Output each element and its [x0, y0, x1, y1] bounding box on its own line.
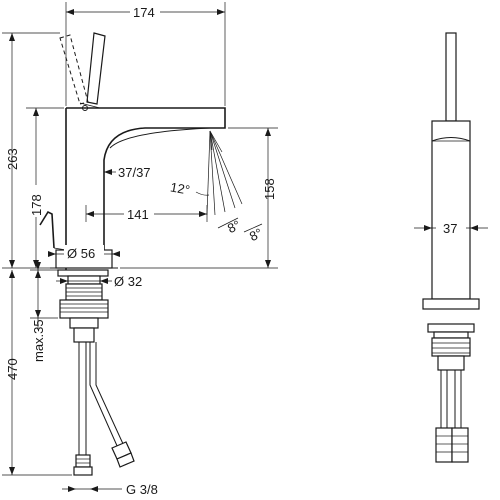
dimension-37: 37: [414, 220, 488, 236]
angle-8a-label: 8°: [225, 217, 243, 236]
angle-12-label: 12°: [169, 179, 191, 197]
dimension-diameter-32: Ø 32: [56, 274, 142, 289]
dimension-141-label: 141: [127, 207, 149, 222]
dimension-thread-label: G 3/8: [126, 482, 158, 497]
water-jet-fan: [206, 130, 243, 216]
side-body: [431, 120, 471, 300]
angle-8b-label: 8°: [247, 225, 265, 244]
dimension-470: 470: [2, 270, 72, 476]
dimension-max-35: max.35: [30, 262, 58, 362]
dimension-158-label: 158: [262, 178, 277, 200]
dimension-diameter-56-label: Ø 56: [67, 246, 95, 261]
dimension-174-label: 174: [133, 5, 155, 20]
dimension-158: 158: [120, 127, 278, 269]
side-base: [422, 298, 480, 310]
side-handle: [445, 32, 457, 122]
dimension-diameter-32-label: Ø 32: [114, 274, 142, 289]
dimension-37-37: 37/37: [104, 165, 151, 180]
faucet-body: [65, 107, 226, 270]
dimension-263-label: 263: [5, 148, 20, 170]
dimension-263: 263: [2, 32, 60, 269]
dimension-174: 174: [65, 2, 226, 106]
dimension-178-label: 178: [29, 194, 44, 216]
dimension-37-label: 37: [443, 221, 457, 236]
handle-lever: [59, 32, 106, 111]
supply-hoses: [73, 342, 135, 476]
dimension-141: 141: [85, 205, 208, 222]
angle-12: 12°: [169, 179, 210, 198]
dimension-37-37-label: 37/37: [118, 165, 151, 180]
dimension-max-35-label: max.35: [31, 319, 46, 362]
dimension-diameter-56: Ø 56: [48, 245, 120, 261]
front-view: 174 263 178 37/37: [2, 2, 278, 497]
dimension-178: 178: [26, 107, 64, 268]
side-view: 37: [414, 32, 488, 463]
threaded-shank: [57, 269, 109, 343]
angle-8: 8° 8°: [217, 217, 265, 244]
dimension-470-label: 470: [5, 358, 20, 380]
popup-lever: [39, 210, 67, 251]
dimension-thread: G 3/8: [62, 482, 158, 497]
